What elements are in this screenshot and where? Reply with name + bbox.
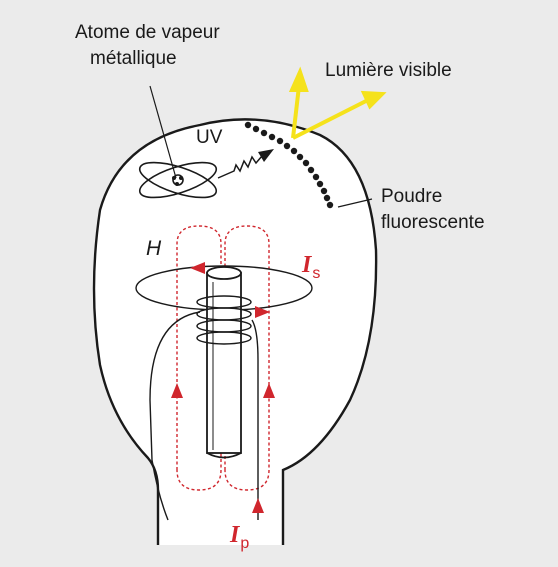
uv-photon: [217, 155, 263, 179]
visible-light-rays: [288, 66, 387, 140]
secondary-field-loops: [176, 225, 270, 491]
atom-label-line2: métallique: [90, 48, 177, 69]
uv-arrow-head: [258, 149, 274, 162]
powder-label-line2: fluorescente: [381, 212, 485, 233]
uv-label: UV: [196, 127, 223, 148]
field-h-label: H: [146, 237, 162, 260]
powder-pointer-line: [337, 198, 373, 208]
ferrite-rod: [206, 266, 242, 459]
secondary-current-symbol: I: [302, 252, 312, 278]
primary-wire-right: [251, 319, 259, 520]
atom-nucleus: [172, 176, 183, 186]
current-arrows: [171, 262, 275, 513]
primary-current-subscript: p: [240, 535, 250, 552]
arrow-is-left: [190, 262, 205, 274]
arrow-is-right: [255, 306, 270, 318]
secondary-current-subscript: s: [312, 265, 321, 282]
secondary-current-label: Is: [302, 252, 321, 282]
visible-light-label: Lumière visible: [325, 60, 452, 81]
atom-pointer-line: [149, 85, 177, 179]
primary-coil: [196, 295, 252, 345]
arrow-ip-up: [252, 498, 264, 513]
primary-current-symbol: I: [230, 522, 240, 548]
powder-label-line1: Poudre: [381, 186, 443, 207]
arrow-loop-left-up: [171, 383, 183, 398]
atom-label-line1: Atome de vapeur: [75, 22, 220, 43]
arrow-loop-right-up: [263, 383, 275, 398]
primary-current-label: Ip: [230, 522, 250, 552]
fluorescent-powder-dots: [244, 121, 334, 209]
primary-wire-left: [149, 311, 201, 521]
